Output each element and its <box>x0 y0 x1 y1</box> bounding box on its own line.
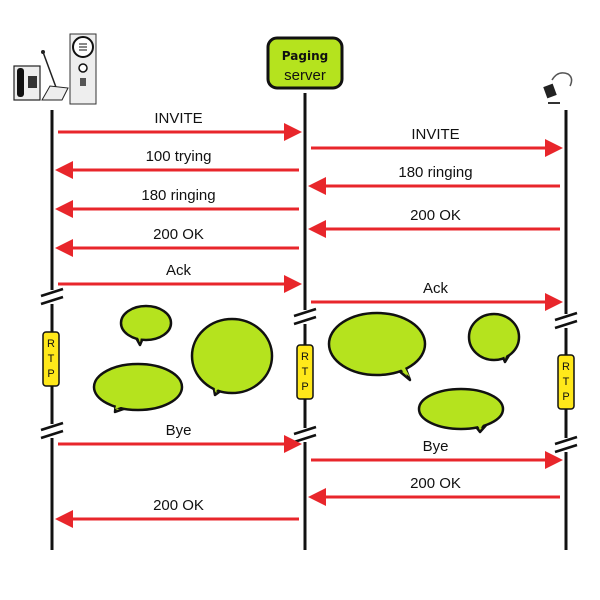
rtp-letter: R <box>562 361 570 373</box>
message-label: 200 OK <box>410 207 461 224</box>
rtp-letter: P <box>562 391 569 403</box>
paging-microphone-icon <box>41 50 69 101</box>
left-message: INVITE <box>58 110 302 141</box>
speech-bubble-icon <box>417 387 505 434</box>
left-message: Bye <box>58 422 302 453</box>
server-title: Paging <box>282 49 328 63</box>
rtp-letter: P <box>301 381 308 393</box>
break-mark <box>554 435 578 446</box>
rtp-letter: R <box>47 338 55 350</box>
message-label: INVITE <box>411 126 459 143</box>
speech-bubble-icon <box>467 312 521 364</box>
message-label: Bye <box>166 422 192 439</box>
left-message: 180 ringing <box>55 187 299 218</box>
speech-bubble-icon <box>190 317 274 397</box>
left-message: Ack <box>58 262 302 293</box>
rtp-stream-label: RTP <box>42 331 60 387</box>
ip-phone-icon <box>13 65 41 101</box>
break-mark <box>40 287 64 298</box>
message-label: INVITE <box>154 110 202 127</box>
right-message: INVITE <box>311 126 563 157</box>
break-mark <box>293 425 317 436</box>
right-message: 200 OK <box>308 207 560 238</box>
message-label: 100 trying <box>146 148 212 165</box>
left-message: 100 trying <box>55 148 299 179</box>
speech-bubble-icon <box>119 304 173 347</box>
right-message: Ack <box>311 280 563 311</box>
message-label: 180 ringing <box>398 164 472 181</box>
break-mark <box>40 295 64 306</box>
paging-server-node[interactable]: Paging server <box>266 36 344 90</box>
message-label: 200 OK <box>410 475 461 492</box>
speech-bubble-icon <box>327 311 427 382</box>
break-mark <box>293 315 317 326</box>
rtp-stream-label: RTP <box>296 344 314 400</box>
speech-bubble-icon <box>92 362 184 414</box>
left-message: 200 OK <box>55 497 299 528</box>
right-message: 200 OK <box>308 475 560 506</box>
message-label: Ack <box>166 262 192 279</box>
break-mark <box>554 443 578 454</box>
rtp-letter: T <box>302 366 309 378</box>
rtp-stream-label: RTP <box>557 354 575 410</box>
left-message: 200 OK <box>55 226 299 257</box>
message-label: 200 OK <box>153 226 204 243</box>
break-mark <box>293 307 317 318</box>
break-mark <box>40 421 64 432</box>
right-message: Bye <box>311 438 563 469</box>
break-mark <box>554 311 578 322</box>
intercom-panel-icon <box>69 33 97 105</box>
right-message: 180 ringing <box>308 164 560 195</box>
rtp-letter: R <box>301 351 309 363</box>
break-mark <box>40 429 64 440</box>
message-label: 180 ringing <box>141 187 215 204</box>
rtp-letter: T <box>48 353 55 365</box>
break-mark <box>554 319 578 330</box>
message-label: Ack <box>423 280 449 297</box>
ip-speaker-icon <box>543 72 573 104</box>
server-subtitle: server <box>284 67 326 84</box>
message-label: 200 OK <box>153 497 204 514</box>
message-label: Bye <box>423 438 449 455</box>
rtp-letter: P <box>47 368 54 380</box>
rtp-letter: T <box>563 376 570 388</box>
